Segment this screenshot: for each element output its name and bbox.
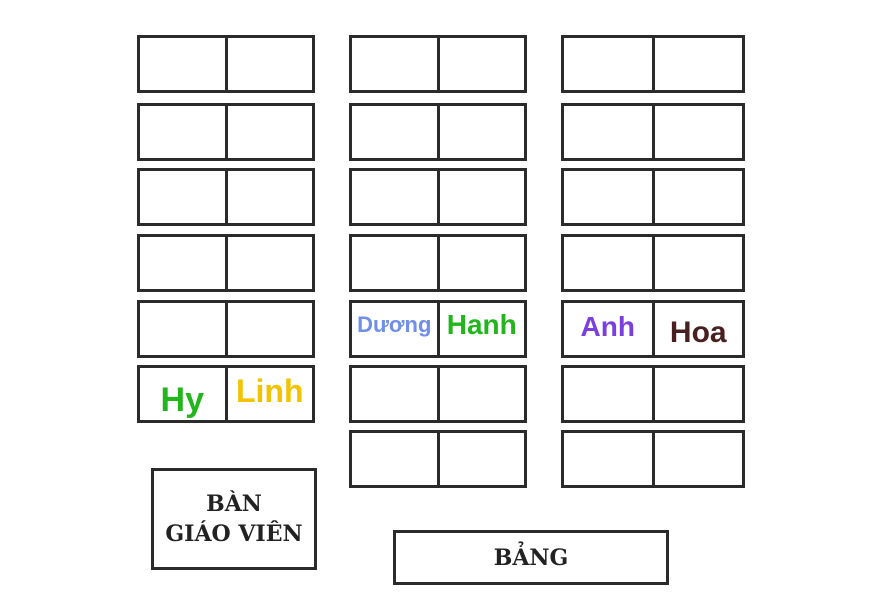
desk-right-2 (561, 103, 745, 161)
desk-right-5: Anh Hoa (561, 300, 745, 358)
seat-middle-5-right: Hanh (436, 303, 525, 355)
student-name: Hy (160, 380, 204, 419)
seat-left-6-right: Linh (224, 368, 313, 420)
desk-left-3 (137, 168, 315, 226)
seat-right-7-right (651, 433, 743, 485)
desk-left-4 (137, 234, 315, 292)
seat-middle-4-right (436, 237, 525, 289)
seat-right-2-right (651, 106, 743, 158)
desk-middle-2 (349, 103, 527, 161)
student-name: Hanh (446, 309, 517, 340)
student-name: Linh (235, 372, 304, 409)
seat-middle-7-right (436, 433, 525, 485)
seat-middle-2-left (352, 106, 437, 158)
seat-right-5-left: Anh (564, 303, 652, 355)
seat-left-4-right (224, 237, 313, 289)
seat-right-3-left (564, 171, 652, 223)
seat-left-3-right (224, 171, 313, 223)
desk-right-1 (561, 35, 745, 93)
seat-left-2-left (140, 106, 225, 158)
seat-left-2-right (224, 106, 313, 158)
desk-middle-6 (349, 365, 527, 423)
desk-right-6 (561, 365, 745, 423)
seat-middle-1-left (352, 38, 437, 90)
seat-right-4-left (564, 237, 652, 289)
seat-right-1-right (651, 38, 743, 90)
desk-left-2 (137, 103, 315, 161)
seat-right-3-right (651, 171, 743, 223)
seat-left-5-right (224, 303, 313, 355)
desk-middle-4 (349, 234, 527, 292)
teacher-desk: BÀN GIÁO VIÊN (151, 468, 317, 570)
desk-right-4 (561, 234, 745, 292)
desk-middle-7 (349, 430, 527, 488)
seat-middle-2-right (436, 106, 525, 158)
student-name: Hoa (669, 316, 727, 349)
desk-left-1 (137, 35, 315, 93)
seat-middle-6-left (352, 368, 437, 420)
seat-middle-5-left: Dương (352, 303, 437, 355)
seat-middle-6-right (436, 368, 525, 420)
seat-left-6-left: Hy (140, 368, 225, 420)
seat-right-2-left (564, 106, 652, 158)
desk-middle-5: Dương Hanh (349, 300, 527, 358)
seat-middle-3-right (436, 171, 525, 223)
desk-left-5 (137, 300, 315, 358)
seat-right-4-right (651, 237, 743, 289)
seat-left-3-left (140, 171, 225, 223)
seat-left-4-left (140, 237, 225, 289)
desk-middle-3 (349, 168, 527, 226)
seat-right-1-left (564, 38, 652, 90)
teacher-desk-label-line2: GIÁO VIÊN (165, 521, 303, 547)
blackboard: BẢNG (393, 530, 669, 585)
student-name: Dương (357, 312, 432, 337)
desk-right-3 (561, 168, 745, 226)
seat-middle-1-right (436, 38, 525, 90)
blackboard-label: BẢNG (493, 544, 569, 571)
seat-left-1-left (140, 38, 225, 90)
teacher-desk-label-line1: BÀN (206, 491, 262, 517)
seat-right-6-left (564, 368, 652, 420)
seat-middle-4-left (352, 237, 437, 289)
seat-middle-3-left (352, 171, 437, 223)
desk-right-7 (561, 430, 745, 488)
seat-middle-7-left (352, 433, 437, 485)
seat-right-7-left (564, 433, 652, 485)
seat-left-5-left (140, 303, 225, 355)
seat-right-6-right (651, 368, 743, 420)
seat-left-1-right (224, 38, 313, 90)
desk-left-6: Hy Linh (137, 365, 315, 423)
seat-right-5-right: Hoa (651, 303, 743, 355)
desk-middle-1 (349, 35, 527, 93)
student-name: Anh (580, 311, 635, 342)
